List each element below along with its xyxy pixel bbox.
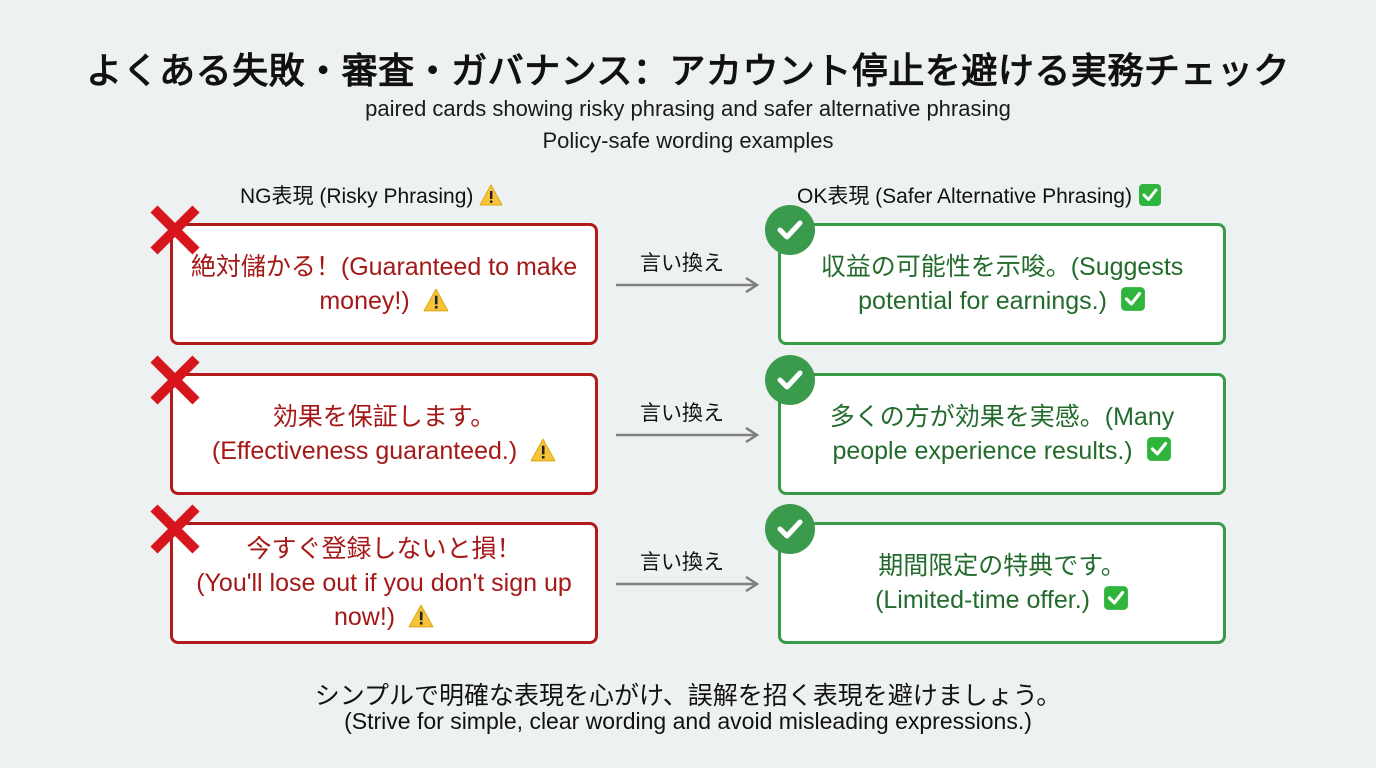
safe-jp-text: 収益の可能性を示唆。 bbox=[820, 253, 1071, 281]
footer-advice-en: (Strive for simple, clear wording and av… bbox=[344, 708, 1032, 734]
risky-card-1: 絶対儲かる！(Guaranteed to make money!) bbox=[170, 223, 598, 345]
rephrase-arrow-3: 言い換え bbox=[614, 546, 764, 606]
check-box-icon bbox=[1120, 287, 1145, 311]
risky-jp-text: 効果を保証します。 bbox=[272, 403, 496, 431]
rephrase-label: 言い換え bbox=[640, 550, 724, 574]
risky-card-2: 効果を保証します。 (Effectiveness guaranteed.) bbox=[170, 373, 598, 495]
safe-card-text: 多くの方が効果を実感。(Many people experience resul… bbox=[795, 400, 1209, 468]
safe-card-2: 多くの方が効果を実感。(Many people experience resul… bbox=[778, 373, 1226, 495]
check-box-icon bbox=[1146, 437, 1171, 461]
safe-card-3: 期間限定の特典です。 (Limited-time offer.) bbox=[778, 522, 1226, 644]
check-circle-icon bbox=[765, 504, 815, 554]
arrow-right-icon bbox=[616, 576, 760, 592]
safe-card-1: 収益の可能性を示唆。(Suggests potential for earnin… bbox=[778, 223, 1226, 345]
risky-card-text: 絶対儲かる！(Guaranteed to make money!) bbox=[187, 250, 581, 318]
rephrase-arrow-1: 言い換え bbox=[614, 247, 764, 307]
warning-triangle-icon bbox=[408, 604, 434, 628]
x-mark-icon bbox=[150, 355, 200, 405]
check-box-icon bbox=[1104, 586, 1128, 610]
safe-jp-text: 期間限定の特典です。 bbox=[878, 552, 1126, 580]
safe-en-text: (Suggests potential for earnings.) bbox=[858, 253, 1184, 315]
footer-advice-jp: シンプルで明確な表現を心がけ、誤解を招く表現を避けましょう。 bbox=[314, 682, 1062, 710]
ng-column-header: NG表現 (Risky Phrasing) bbox=[240, 180, 503, 210]
risky-card-text: 効果を保証します。 (Effectiveness guaranteed.) bbox=[212, 400, 556, 468]
ng-column-header-label: NG表現 (Risky Phrasing) bbox=[240, 185, 474, 208]
rephrase-label: 言い換え bbox=[640, 401, 724, 425]
rephrase-arrow-2: 言い換え bbox=[614, 397, 764, 457]
safe-en-text: (Limited-time offer.) bbox=[875, 586, 1090, 614]
check-circle-icon bbox=[765, 205, 815, 255]
check-circle-icon bbox=[765, 355, 815, 405]
x-mark-icon bbox=[150, 504, 200, 554]
ok-column-header-label: OK表現 (Safer Alternative Phrasing) bbox=[797, 185, 1132, 208]
check-box-icon bbox=[1138, 184, 1161, 206]
x-mark-icon bbox=[150, 205, 200, 255]
risky-en-text: (Guaranteed to make money!) bbox=[319, 253, 578, 315]
warning-triangle-icon bbox=[423, 288, 449, 312]
subtitle-description: paired cards showing risky phrasing and … bbox=[365, 96, 1011, 121]
safe-card-text: 期間限定の特典です。 (Limited-time offer.) bbox=[875, 549, 1129, 617]
rephrase-label: 言い換え bbox=[640, 251, 724, 275]
safe-en-text: (Many people experience results.) bbox=[832, 403, 1175, 465]
risky-en-text: (Effectiveness guaranteed.) bbox=[211, 437, 518, 465]
warning-triangle-icon bbox=[530, 438, 556, 462]
risky-en-text: (You'll lose out if you don't sign up no… bbox=[196, 569, 572, 631]
subtitle-tagline: Policy-safe wording examples bbox=[542, 128, 834, 153]
risky-card-3: 今すぐ登録しないと損！ (You'll lose out if you don'… bbox=[170, 522, 598, 644]
safe-card-text: 収益の可能性を示唆。(Suggests potential for earnin… bbox=[795, 250, 1209, 318]
risky-card-text: 今すぐ登録しないと損！ (You'll lose out if you don'… bbox=[187, 532, 581, 634]
safe-jp-text: 多くの方が効果を実感。 bbox=[829, 403, 1105, 431]
arrow-right-icon bbox=[616, 427, 760, 443]
risky-jp-text: 絶対儲かる！ bbox=[190, 253, 341, 281]
warning-triangle-icon bbox=[479, 184, 503, 206]
arrow-right-icon bbox=[616, 277, 760, 293]
ok-column-header: OK表現 (Safer Alternative Phrasing) bbox=[797, 180, 1162, 210]
risky-jp-text: 今すぐ登録しないと損！ bbox=[246, 535, 522, 563]
page-title: よくある失敗・審査・ガバナンス：アカウント停止を避ける実務チェック bbox=[86, 51, 1290, 92]
